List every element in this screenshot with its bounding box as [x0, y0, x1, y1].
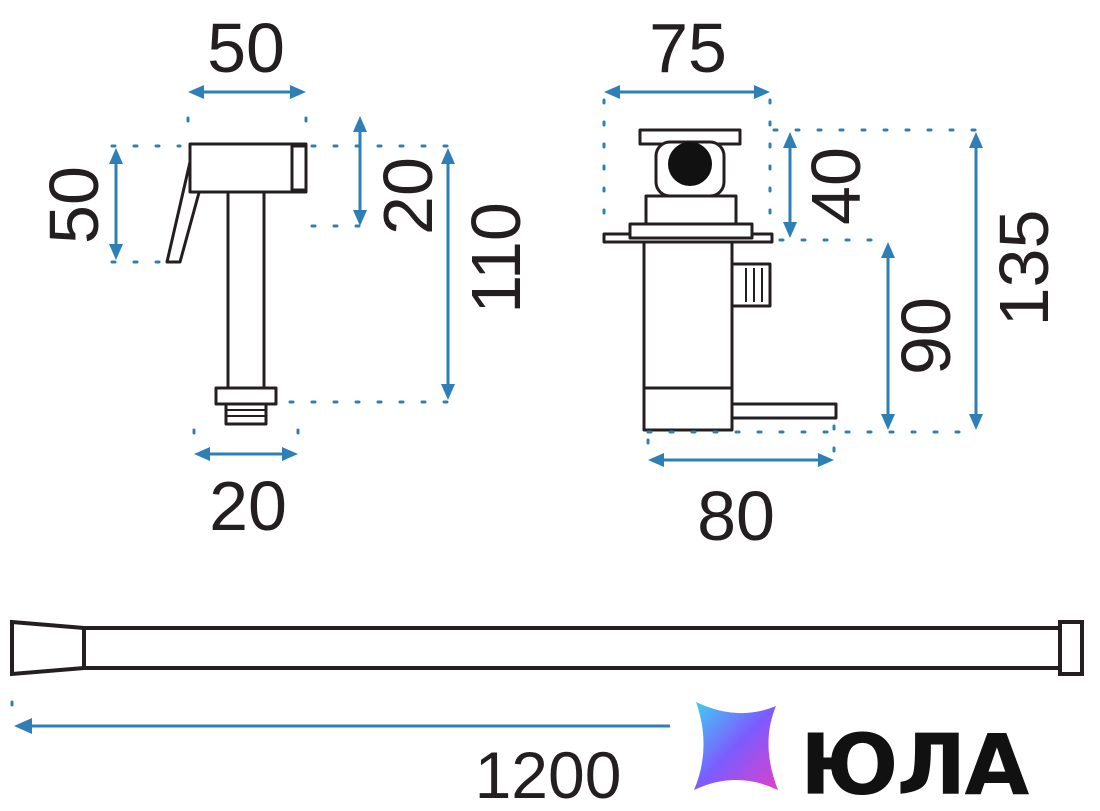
hose-end-right	[1058, 620, 1084, 676]
label-hose-length: 1200	[475, 738, 622, 811]
label-holder-base: 80	[697, 477, 775, 555]
dim-hose-length	[14, 718, 670, 734]
logo-text: ЮЛА	[800, 716, 1029, 811]
dim-head-width	[188, 85, 306, 99]
label-holder-lower: 90	[887, 297, 965, 375]
hose-end-left	[10, 619, 86, 677]
dim-head-total	[441, 148, 455, 400]
label-nozzle-width: 20	[209, 467, 287, 545]
label-head-total: 110	[457, 202, 535, 314]
holder-drawing	[602, 128, 838, 432]
logo-star-icon	[694, 702, 778, 790]
dim-holder-total	[969, 132, 983, 430]
label-holder-width: 75	[649, 9, 727, 87]
hose-tube	[82, 626, 1062, 670]
label-head-height: 50	[35, 166, 113, 244]
shower-thread	[224, 402, 268, 426]
dim-holder-width	[604, 85, 770, 99]
logo: ЮЛА	[694, 702, 1031, 811]
label-holder-total: 135	[985, 210, 1063, 327]
holder-flange-top	[628, 222, 754, 240]
holder-outlet-hole	[668, 142, 712, 186]
dim-holder-top	[783, 132, 797, 238]
hose-drawing	[10, 619, 1084, 677]
holder-lever	[730, 402, 838, 420]
shower-body	[226, 190, 266, 390]
dim-holder-base	[648, 453, 834, 467]
shower-head-drawing	[165, 142, 308, 426]
holder-base	[642, 386, 734, 432]
dim-nozzle-width	[194, 447, 298, 461]
dim-holder-lower	[881, 242, 895, 430]
holder-body	[642, 240, 734, 390]
shower-head-cap	[290, 144, 308, 192]
label-head-top: 20	[369, 157, 447, 235]
shower-nut	[214, 386, 278, 406]
shower-head-top	[188, 142, 308, 194]
label-holder-top: 40	[797, 147, 875, 225]
holder-valve	[730, 262, 772, 308]
holder-neck	[644, 194, 738, 226]
label-head-width: 50	[207, 9, 285, 87]
dim-head-height	[109, 148, 123, 260]
dim-head-top	[353, 116, 367, 226]
